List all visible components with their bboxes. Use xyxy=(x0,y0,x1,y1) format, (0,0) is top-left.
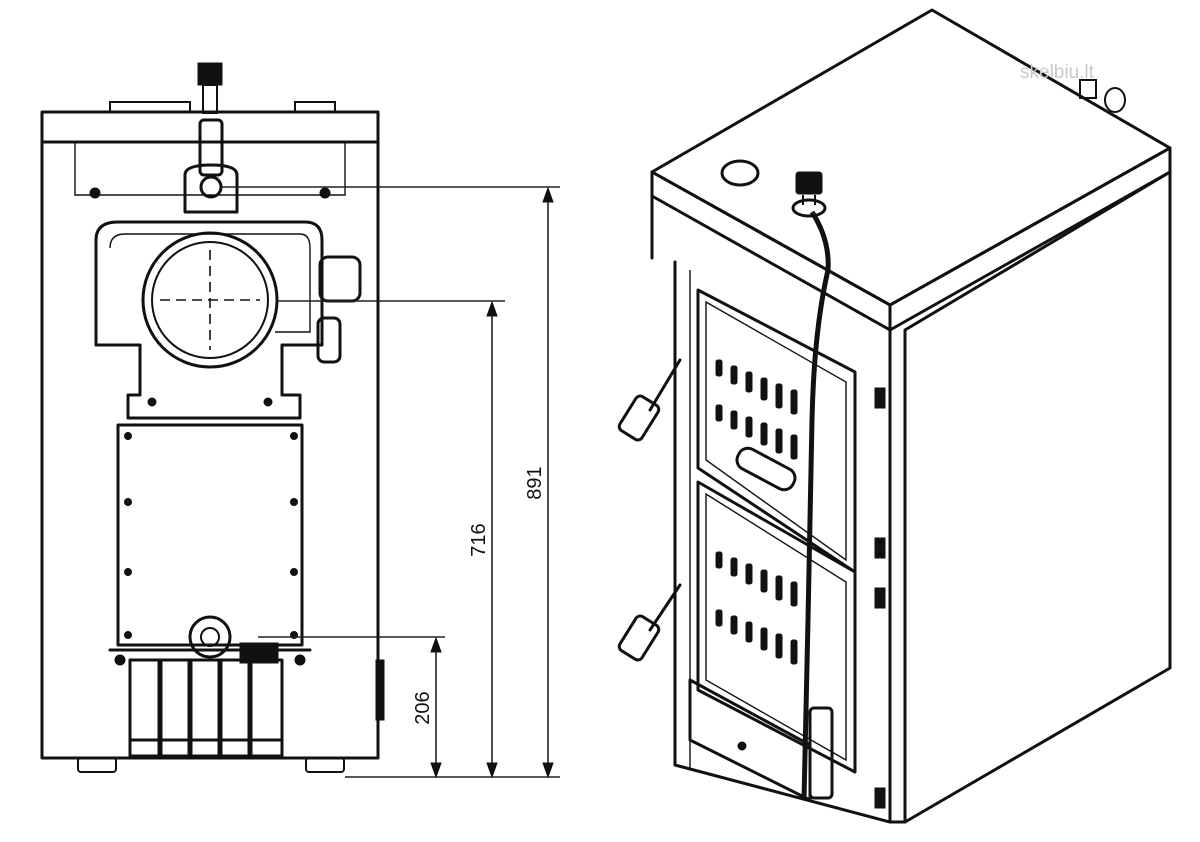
body-outline xyxy=(40,140,380,760)
flue-collar-inner xyxy=(151,241,269,359)
ash-pan-handle xyxy=(808,706,834,800)
top-valve xyxy=(197,62,223,114)
upper-door-slot xyxy=(735,446,797,492)
top-outlet xyxy=(720,159,760,187)
dimension-716-label: 716 xyxy=(468,523,490,556)
flue-collar-outer xyxy=(141,231,279,369)
top-lid xyxy=(40,110,380,144)
dimension-206-label: 206 xyxy=(412,691,434,724)
thermostat-chain xyxy=(801,210,831,801)
boiler-sections xyxy=(128,658,284,758)
upper-door-vents xyxy=(715,359,798,460)
iso-top-face xyxy=(650,8,1172,307)
rear-pipe xyxy=(1079,79,1126,113)
flue-housing xyxy=(94,220,324,420)
inner-frame xyxy=(74,142,346,196)
lower-door-vents xyxy=(715,551,798,665)
iso-right-face xyxy=(903,170,1172,824)
watermark: skelbiu.lt xyxy=(1020,62,1095,83)
lower-door-handle xyxy=(617,583,682,662)
control-knob xyxy=(318,255,362,303)
supply-pipe xyxy=(183,118,239,214)
foot-right xyxy=(305,757,345,773)
door-hinges xyxy=(874,387,886,809)
front-view xyxy=(40,62,385,773)
isometric-view xyxy=(617,8,1172,824)
dimension-891-label: 891 xyxy=(524,466,546,499)
dimension-lines xyxy=(222,186,560,779)
lower-door xyxy=(696,480,857,774)
foot-left xyxy=(77,757,117,773)
iso-rim-front xyxy=(650,170,892,332)
return-connection xyxy=(188,615,279,664)
upper-door-handle xyxy=(617,358,682,442)
thermostat-knob xyxy=(316,316,342,364)
iso-top-valve xyxy=(791,171,827,218)
ash-pan xyxy=(688,678,812,802)
iso-rim-right xyxy=(888,146,1172,332)
lower-panel xyxy=(116,423,304,647)
